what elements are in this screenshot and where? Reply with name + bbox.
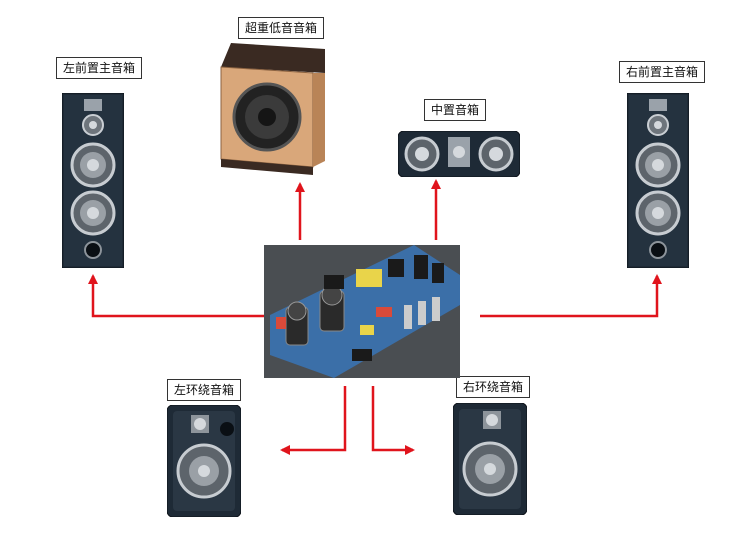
arrow-right-surround (371, 386, 415, 455)
arrow-left-surround (280, 386, 347, 455)
amplifier-board (264, 245, 460, 378)
right-front-speaker (627, 93, 689, 268)
label-subwoofer: 超重低音音箱 (238, 17, 325, 39)
label-right-front: 右前置主音箱 (619, 61, 706, 83)
label-left-front: 左前置主音箱 (56, 57, 143, 79)
right-surround-speaker (453, 403, 527, 515)
label-center: 中置音箱 (424, 99, 487, 121)
subwoofer-speaker (220, 43, 325, 175)
arrow-left-front (88, 274, 264, 318)
left-surround-speaker (167, 405, 241, 517)
arrow-right-front (480, 274, 662, 318)
label-right-surround: 右环绕音箱 (456, 376, 531, 398)
center-speaker (398, 131, 520, 177)
label-left-surround: 左环绕音箱 (167, 379, 242, 401)
left-front-speaker (62, 93, 124, 268)
